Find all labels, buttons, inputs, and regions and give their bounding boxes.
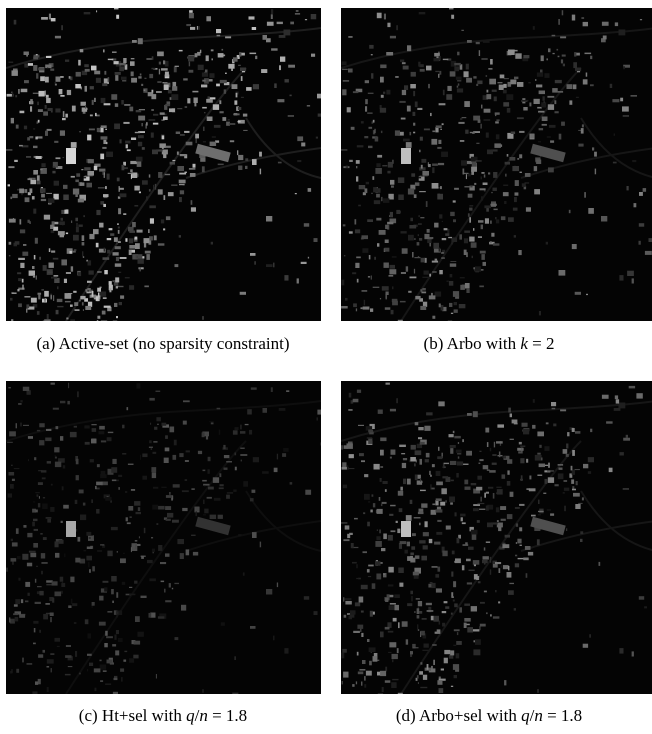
caption-d-prefix: (d) Arbo+sel with (395, 706, 522, 725)
caption-c-slash: / (194, 706, 200, 725)
caption-c-prefix: (c) Ht+sel with (78, 706, 187, 725)
caption-a: (a) Active-set (no sparsity constraint) (0, 334, 326, 354)
caption-d-rest: = 1.8 (542, 706, 583, 725)
panel-c-image (6, 381, 321, 694)
caption-b-prefix: (b) Arbo with (423, 334, 521, 353)
caption-c: (c) Ht+sel with q/n = 1.8 (0, 706, 326, 726)
caption-c-var2: n (199, 706, 208, 725)
caption-b-var: k (520, 334, 528, 353)
abundance-map-svg (341, 381, 652, 694)
caption-d-slash: / (529, 706, 535, 725)
abundance-map-svg (341, 8, 652, 321)
panel-a-image (6, 8, 321, 321)
caption-c-var: q (186, 706, 195, 725)
caption-d-var2: n (534, 706, 543, 725)
abundance-map-svg (6, 381, 321, 694)
caption-a-text: (a) Active-set (no sparsity constraint) (36, 334, 290, 353)
panel-b-image (341, 8, 652, 321)
caption-c-rest: = 1.8 (207, 706, 248, 725)
caption-d: (d) Arbo+sel with q/n = 1.8 (326, 706, 652, 726)
caption-d-var: q (521, 706, 530, 725)
caption-b: (b) Arbo with k = 2 (326, 334, 652, 354)
abundance-map-svg (6, 8, 321, 321)
panel-d-image (341, 381, 652, 694)
caption-b-rest: = 2 (527, 334, 555, 353)
